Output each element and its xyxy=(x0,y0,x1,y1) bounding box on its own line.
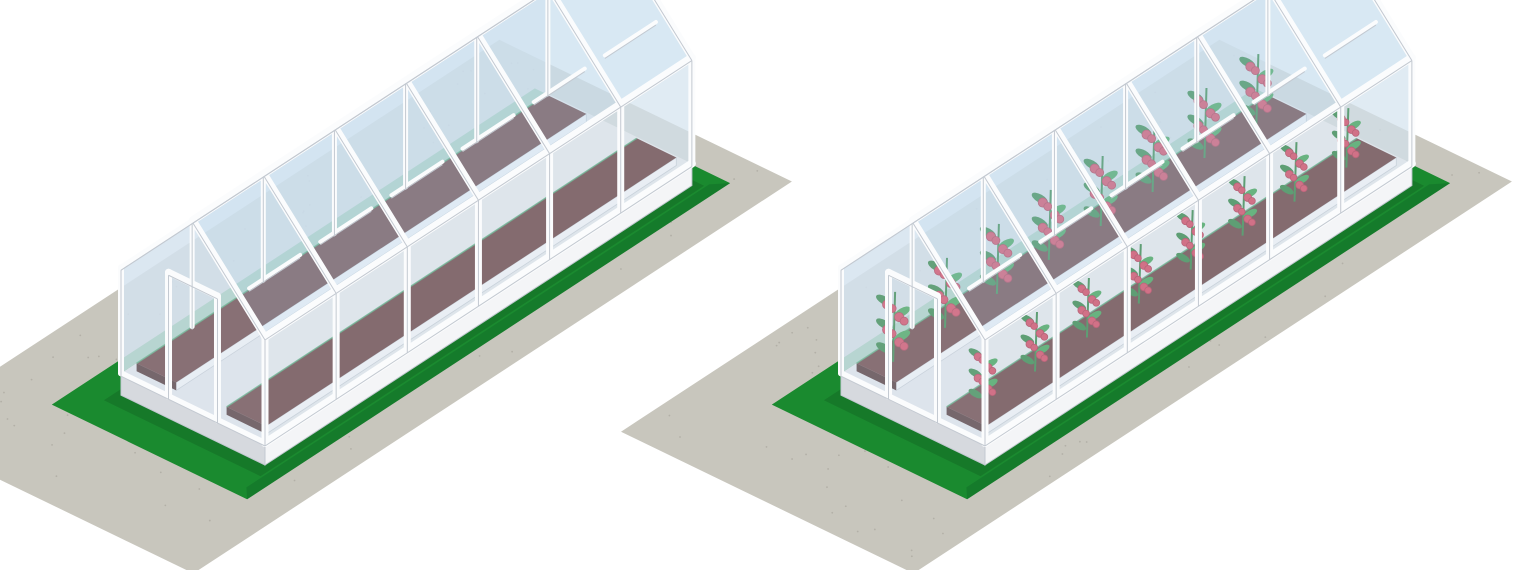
empty-greenhouse xyxy=(0,0,792,570)
greenhouse-with-tomato-plants xyxy=(621,0,1512,570)
